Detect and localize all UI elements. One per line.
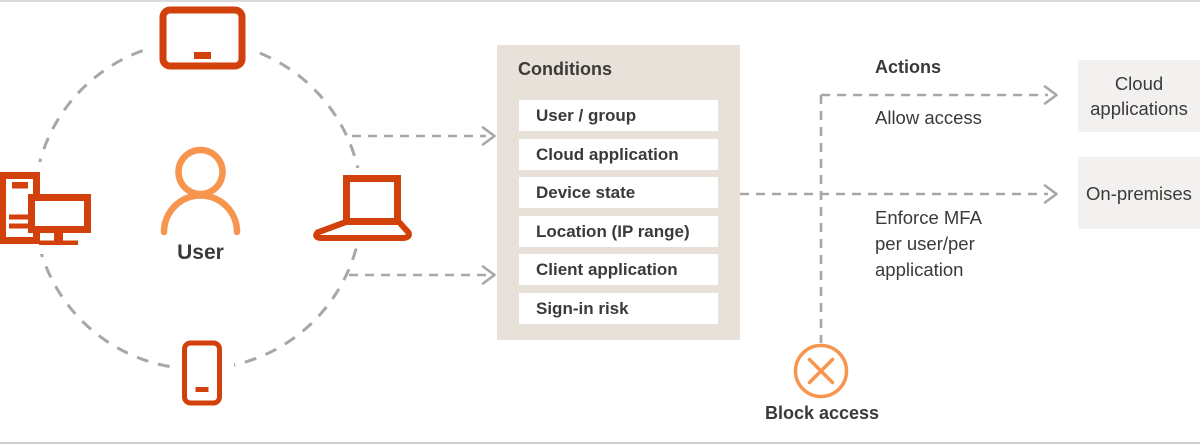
on-premises-box: On-premises [1078,157,1200,229]
condition-item-device-state: Device state [519,177,718,209]
laptop-icon [313,175,412,241]
block-access-label: Block access [764,403,880,423]
allow-access-label: Allow access [875,107,982,128]
actions-title: Actions [875,57,942,77]
block-access-x-icon [793,343,849,399]
connectors [349,85,1058,343]
tablet-icon [159,6,246,70]
cloud-applications-box: Cloud applications [1078,60,1200,132]
user-label: User [177,241,224,264]
condition-item-signin-risk: Sign-in risk [519,292,718,324]
phone-icon [182,340,222,406]
arrowhead-icon [481,265,496,285]
arrowhead-icon [1043,184,1058,204]
arrowhead-icon [1043,85,1058,105]
conditions-panel: Conditions User / group Cloud applicatio… [497,45,740,340]
enforce-mfa-label: Enforce MFA per user/per application [875,207,982,280]
condition-item-client-application: Client application [519,254,718,286]
desktop-pc-icon [0,172,91,245]
condition-item-cloud-application: Cloud application [519,138,718,170]
arrowhead-icon [481,126,496,146]
user-person-icon [160,146,241,236]
conditions-list: User / group Cloud application Device st… [519,100,718,324]
condition-item-user-group: User / group [519,100,718,131]
conditions-title: Conditions [518,59,612,79]
condition-item-location: Location (IP range) [519,215,718,247]
